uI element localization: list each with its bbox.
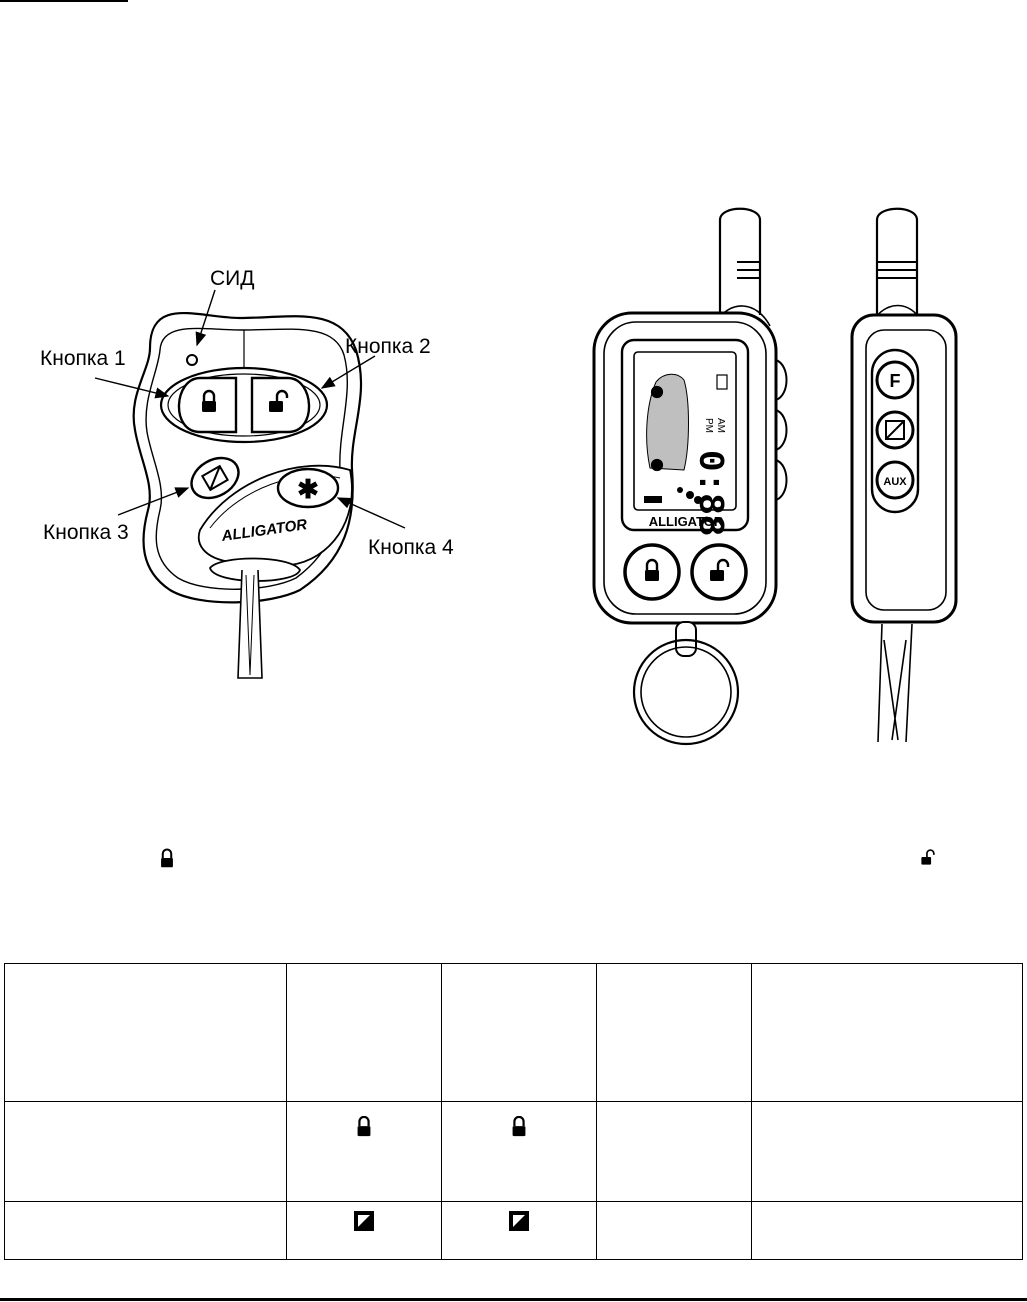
table-cell (596, 1201, 752, 1260)
remote-left (94, 289, 406, 679)
side-button-f: F (890, 371, 901, 391)
table-cell (4, 963, 287, 1102)
table-cell (751, 1101, 1023, 1202)
table-row (4, 1101, 1023, 1202)
table-cell (441, 1101, 597, 1202)
table-cell (751, 1201, 1023, 1260)
table-cell (751, 963, 1023, 1102)
remotes-figure: ✱ ALLIGATOR СИД Кнопка 1 Кнопка 2 Кнопка… (40, 207, 958, 746)
table-cell (4, 1201, 287, 1260)
function-table (4, 963, 1023, 1260)
button4-star-icon: ✱ (297, 474, 319, 504)
lock-closed-icon (511, 1116, 527, 1138)
table-cell (286, 1201, 442, 1260)
lcd-clock: 0:88 (689, 450, 730, 536)
callout-button1: Кнопка 1 (40, 347, 126, 370)
table-cell (441, 1201, 597, 1260)
side-button-aux: AUX (883, 476, 907, 488)
callout-button2: Кнопка 2 (345, 335, 431, 358)
table-cell (286, 1101, 442, 1202)
lock-closed-icon (160, 848, 174, 869)
top-rule (0, 0, 128, 2)
table-cell (4, 1101, 287, 1202)
callout-led: СИД (210, 267, 254, 290)
lock-open-icon (920, 849, 935, 866)
bottom-rule (0, 1298, 1027, 1301)
callout-button3: Кнопка 3 (43, 521, 129, 544)
right-remote-brand: ALLIGATOR (649, 514, 724, 529)
table-cell (596, 1101, 752, 1202)
lock-closed-icon (356, 1116, 372, 1138)
table-cell (441, 963, 597, 1102)
remote-right-front (592, 207, 788, 746)
panic-icon (509, 1211, 529, 1231)
remote-right-side (850, 207, 958, 743)
callout-button4: Кнопка 4 (368, 536, 454, 559)
table-cell (286, 963, 442, 1102)
table-header-row (4, 963, 1023, 1102)
table-cell (596, 963, 752, 1102)
panic-icon (354, 1211, 374, 1231)
table-row (4, 1201, 1023, 1260)
lcd-pm: PM (703, 418, 714, 433)
lcd-am: AM (715, 418, 726, 433)
